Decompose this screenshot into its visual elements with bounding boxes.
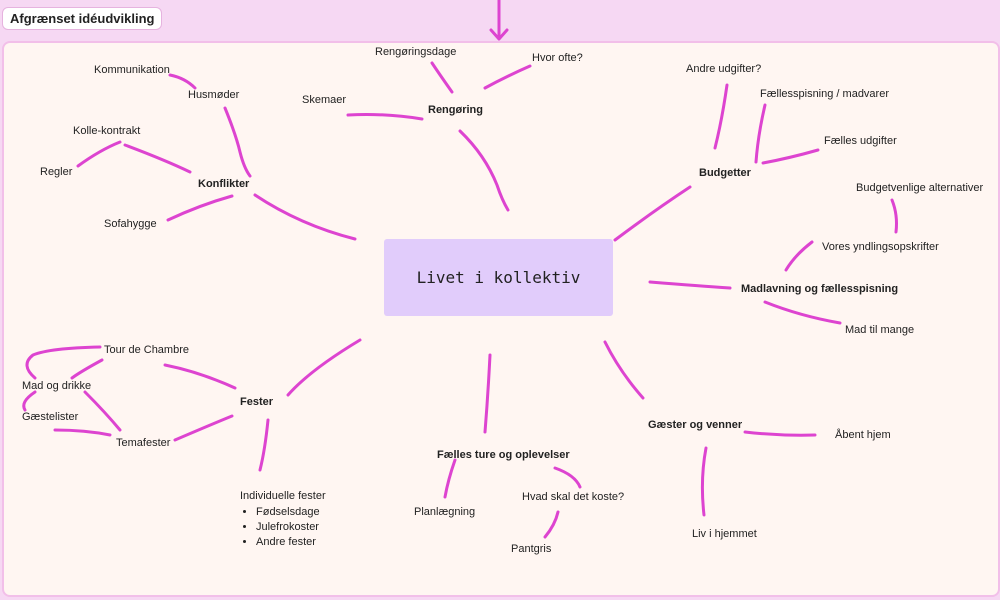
node-faelles-udgifter[interactable]: Fælles udgifter xyxy=(824,135,897,147)
node-aabent-hjem[interactable]: Åbent hjem xyxy=(835,429,891,441)
node-kolle-kontrakt[interactable]: Kolle-kontrakt xyxy=(73,125,141,137)
node-mad-til-mange[interactable]: Mad til mange xyxy=(845,324,915,336)
node-gaester-og-venner[interactable]: Gæster og venner xyxy=(648,419,743,431)
node-kommunikation[interactable]: Kommunikation xyxy=(94,64,170,76)
node-budgetter[interactable]: Budgetter xyxy=(699,167,751,179)
node-fester[interactable]: Fester xyxy=(240,396,274,408)
node-liv-i-hjemmet[interactable]: Liv i hjemmet xyxy=(692,528,757,540)
node-planlaegning[interactable]: Planlægning xyxy=(414,506,476,518)
node-hvad-skal-det-koste[interactable]: Hvad skal det koste? xyxy=(522,491,625,503)
node-budgetvenlige-alternativer[interactable]: Budgetvenlige alternativer xyxy=(856,182,984,194)
node-sofahygge[interactable]: Sofahygge xyxy=(104,218,157,230)
node-hvor-ofte[interactable]: Hvor ofte? xyxy=(532,52,583,64)
node-andre-udgifter[interactable]: Andre udgifter? xyxy=(686,63,762,75)
node-temafester[interactable]: Temafester xyxy=(116,437,171,449)
node-madlavning[interactable]: Madlavning og fællesspisning xyxy=(741,283,899,295)
individuelle-fester-list: Fødselsdage Julefrokoster Andre fester xyxy=(240,506,326,549)
node-faellesspisning-madvarer[interactable]: Fællesspisning / madvarer xyxy=(760,88,889,100)
node-tour-de-chambre[interactable]: Tour de Chambre xyxy=(104,344,189,356)
list-item: Fødselsdage xyxy=(256,506,326,519)
mindmap-board xyxy=(2,41,1000,597)
node-yndlingsopskrifter[interactable]: Vores yndlingsopskrifter xyxy=(822,241,939,253)
individuelle-fester-heading: Individuelle fester xyxy=(240,490,326,502)
section-label[interactable]: Afgrænset idéudvikling xyxy=(2,7,163,30)
node-pantgris[interactable]: Pantgris xyxy=(511,543,552,555)
node-mad-og-drikke[interactable]: Mad og drikke xyxy=(22,380,92,392)
node-regler[interactable]: Regler xyxy=(40,166,73,178)
node-gaestelister[interactable]: Gæstelister xyxy=(22,411,79,423)
node-rengoringsdage[interactable]: Rengøringsdage xyxy=(375,46,457,58)
central-topic[interactable]: Livet i kollektiv xyxy=(384,239,613,316)
node-faelles-ture[interactable]: Fælles ture og oplevelser xyxy=(437,449,570,461)
list-item: Julefrokoster xyxy=(256,521,326,534)
down-arrow-icon xyxy=(489,0,509,41)
node-rengoring[interactable]: Rengøring xyxy=(428,104,483,116)
node-konflikter[interactable]: Konflikter xyxy=(198,178,250,190)
list-item: Andre fester xyxy=(256,536,326,549)
node-husmoder[interactable]: Husmøder xyxy=(188,89,240,101)
node-skemaer[interactable]: Skemaer xyxy=(302,94,347,106)
node-individuelle-fester[interactable]: Individuelle fester Fødselsdage Julefrok… xyxy=(240,490,326,551)
